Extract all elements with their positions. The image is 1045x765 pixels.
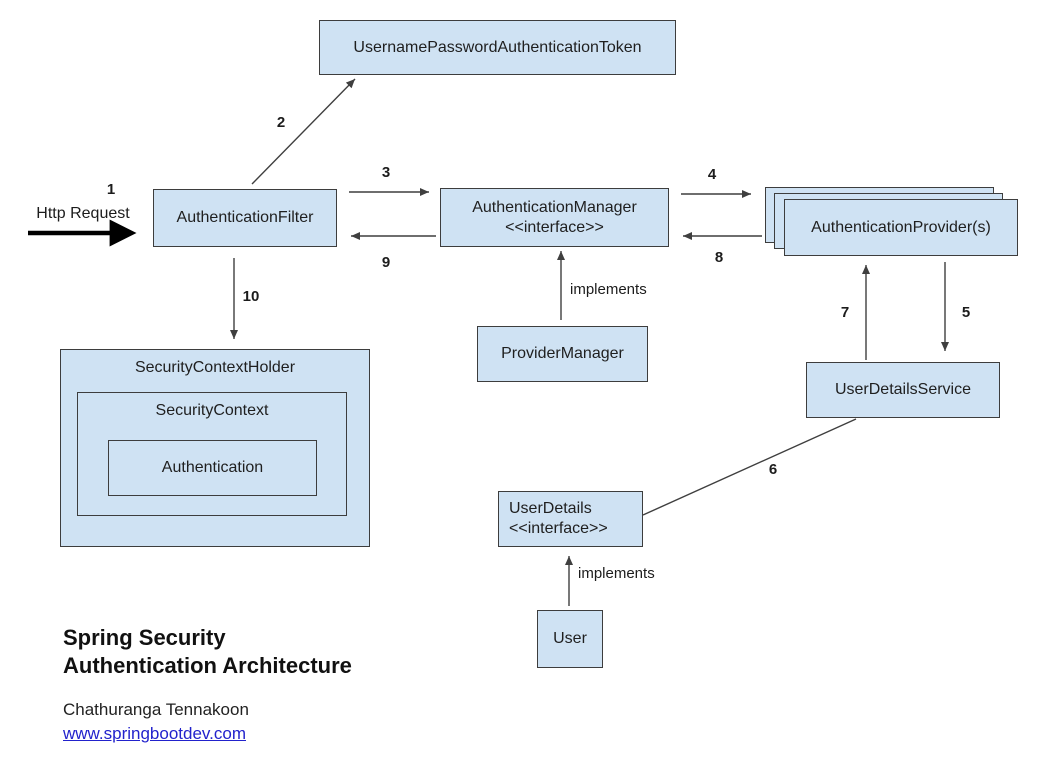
step-10-label: 10: [242, 288, 260, 305]
implements-label-provider-manager: implements: [570, 281, 647, 298]
step-3-label: 3: [381, 164, 391, 181]
node-label: SecurityContext: [155, 402, 269, 419]
edge-step2: [251, 78, 356, 185]
footer: Spring Security Authentication Architect…: [63, 624, 352, 746]
step-8-label: 8: [714, 249, 724, 266]
implements-label-user: implements: [578, 565, 655, 582]
node-authentication-providers: AuthenticationProvider(s): [784, 199, 1018, 256]
diagram-title: Spring Security Authentication Architect…: [63, 624, 352, 680]
step-2-label: 2: [276, 114, 286, 131]
node-security-context-holder: SecurityContextHolder SecurityContext Au…: [60, 349, 370, 547]
author-name: Chathuranga Tennakoon: [63, 700, 249, 719]
node-authentication-manager: AuthenticationManager <<interface>>: [440, 188, 669, 247]
http-request-label: Http Request: [36, 205, 130, 222]
edge-step6: [642, 418, 857, 516]
node-label: AuthenticationProvider(s): [811, 218, 991, 236]
node-stereotype: <<interface>>: [505, 218, 604, 236]
node-authentication: Authentication: [108, 440, 317, 496]
node-label: SecurityContextHolder: [134, 359, 296, 376]
step-6-label: 6: [768, 461, 778, 478]
node-label: UserDetailsService: [834, 381, 972, 399]
step-9-label: 9: [381, 254, 391, 271]
node-label: AuthenticationFilter: [176, 209, 314, 227]
website-link[interactable]: www.springbootdev.com: [63, 724, 246, 743]
node-authentication-filter: AuthenticationFilter: [153, 189, 337, 247]
step-5-label: 5: [961, 304, 971, 321]
node-label: AuthenticationManager: [472, 198, 637, 216]
node-security-context: SecurityContext Authentication: [77, 392, 347, 516]
node-user-details-service: UserDetailsService: [806, 362, 1000, 418]
node-label: UsernamePasswordAuthenticationToken: [353, 38, 642, 56]
node-label: UserDetails: [509, 500, 592, 518]
diagram-title-line2: Authentication Architecture: [63, 653, 352, 678]
node-user-details: UserDetails <<interface>>: [498, 491, 643, 547]
step-1-label: 1: [106, 181, 116, 198]
node-label: ProviderManager: [501, 345, 624, 363]
diagram-title-line1: Spring Security: [63, 625, 226, 650]
node-stereotype: <<interface>>: [509, 520, 608, 537]
node-username-password-authentication-token: UsernamePasswordAuthenticationToken: [319, 20, 676, 75]
node-provider-manager: ProviderManager: [477, 326, 648, 382]
node-label: User: [553, 630, 587, 648]
step-4-label: 4: [707, 166, 717, 183]
node-label: Authentication: [161, 459, 264, 477]
step-7-label: 7: [840, 304, 850, 321]
node-user: User: [537, 610, 603, 668]
